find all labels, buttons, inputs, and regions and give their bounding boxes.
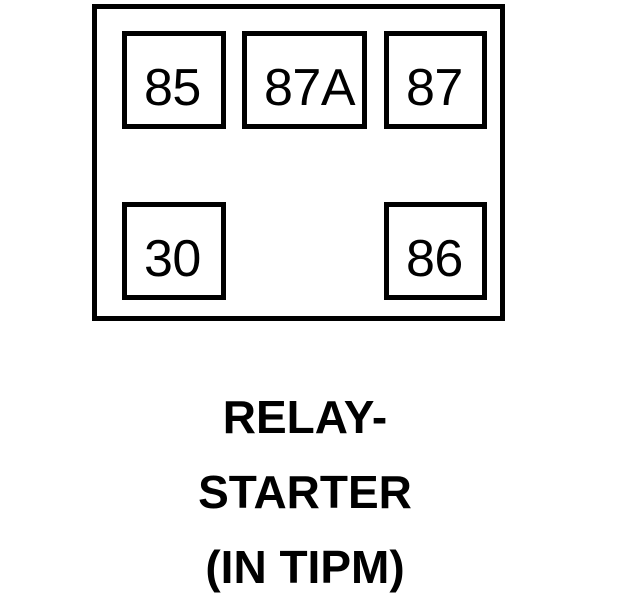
relay-terminal-85[interactable]: 85 [122, 31, 226, 129]
relay-terminal-30-label: 30 [144, 230, 201, 288]
caption-line-2: STARTER [198, 466, 412, 518]
relay-body-outline: 85 87A 87 30 86 [92, 4, 505, 321]
relay-terminal-87a-label: 87A [264, 59, 356, 117]
relay-terminal-87-label: 87 [406, 59, 463, 117]
relay-terminal-85-label: 85 [144, 59, 201, 117]
relay-caption: RELAY- STARTER (IN TIPM) [0, 380, 610, 605]
relay-terminal-30[interactable]: 30 [122, 202, 226, 300]
caption-line-3: (IN TIPM) [205, 541, 405, 593]
relay-terminal-86-label: 86 [406, 230, 463, 288]
relay-terminal-86[interactable]: 86 [384, 202, 487, 300]
caption-line-1: RELAY- [222, 391, 388, 443]
relay-terminal-87[interactable]: 87 [384, 31, 487, 129]
relay-terminal-87a[interactable]: 87A [242, 31, 367, 129]
